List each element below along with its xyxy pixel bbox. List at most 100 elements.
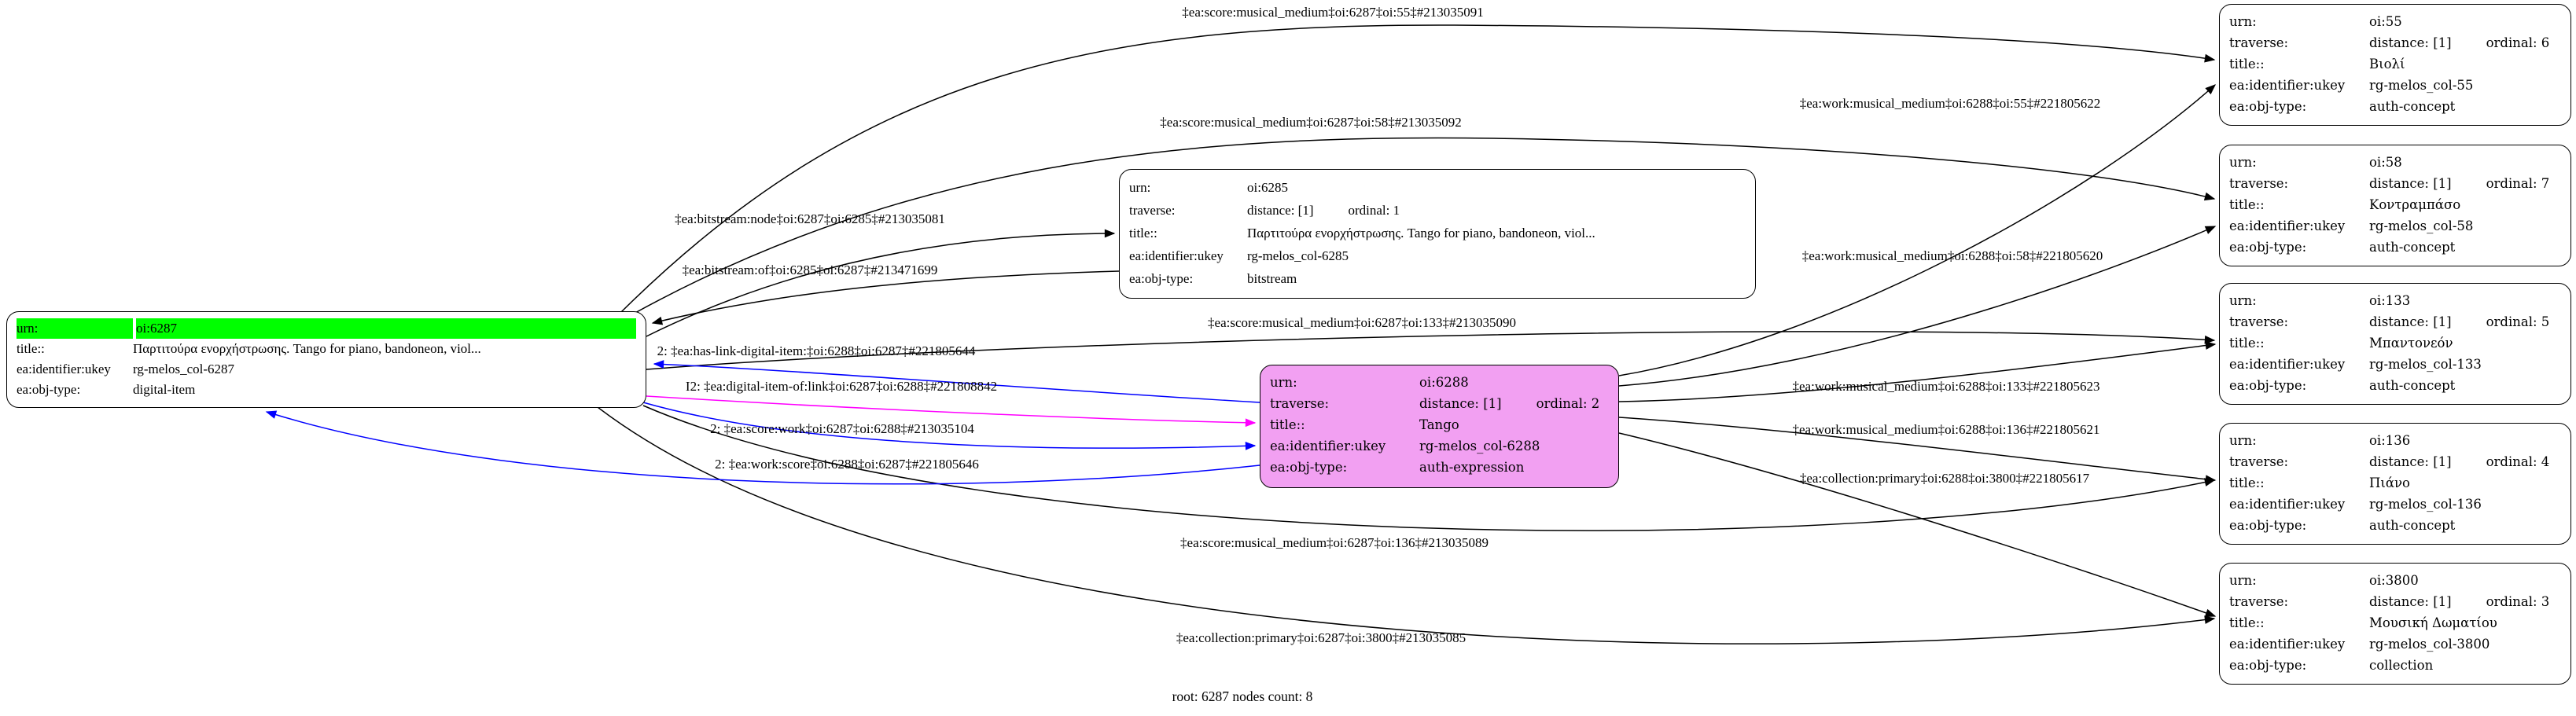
node-row-objtype: ea:obj-type: auth-expression [1270,457,1609,478]
node-row-traverse: traverse: distance: [1] ordinal: 7 [2229,173,2561,194]
field-key: ea:identifier:ukey [1129,248,1224,263]
edge-bitstream-node-6287-6285 [646,229,1116,337]
node-row-title: title:: Παρτιτούρα ενορχήστρωσης. Tango … [1129,222,1746,244]
field-key: title:: [2229,57,2265,72]
edge-work-musical-medium-6288-133 [1618,341,2217,402]
field-key: ea:obj-type: [17,382,81,397]
edge-score-musical-medium-6287-136 [642,405,2216,531]
edge-work-score-6288-6287 [265,410,1260,485]
field-key: urn: [17,318,133,339]
edge-label-work-musical-medium-6288-55: ‡ea:work:musical_medium‡oi:6288‡oi:55‡#2… [1799,96,2101,111]
node-row-objtype: ea:obj-type: auth-concept [2229,515,2561,536]
node-row-urn: urn: oi:6285 [1129,176,1746,199]
edge-label-collection-primary-6288-3800: ‡ea:collection:primary‡oi:6288‡oi:3800‡#… [1799,471,2090,486]
field-key: title:: [2229,615,2265,630]
node-row-urn: urn: oi:133 [2229,290,2561,311]
node-row-urn: urn: oi:55 [2229,11,2561,32]
node-oi-3800[interactable]: urn: oi:3800 traverse: distance: [1] ord… [2219,563,2571,685]
field-value: rg-melos_col-3800 [2369,637,2490,652]
edge-work-musical-medium-6288-136 [1618,417,2217,484]
field-value: auth-concept [2369,378,2456,393]
node-row-title: title:: Μουσική Δωματίου [2229,612,2561,633]
node-row-traverse: traverse: distance: [1] ordinal: 1 [1129,199,1746,222]
node-row-identifier: ea:identifier:ukey rg-melos_col-6287 [17,359,636,380]
edge-digital-item-of-link-6287-6288 [646,395,1257,428]
edge-score-musical-medium-6287-58 [633,137,2216,314]
field-key: urn: [1270,375,1297,390]
field-key: ea:identifier:ukey [2229,78,2346,93]
edge-collection-primary-6287-3800 [597,406,2216,644]
node-row-title: title:: Πιάνο [2229,472,2561,494]
field-value: rg-melos_col-133 [2369,357,2482,372]
root-summary: root: 6287 nodes count: 8 [1172,688,1313,704]
field-value: oi:6288 [1419,375,1469,390]
field-key: ea:identifier:ukey [17,362,111,376]
edge-label-score-musical-medium-6287-133: ‡ea:score:musical_medium‡oi:6287‡oi:133‡… [1208,315,1516,330]
edge-label-bitstream-node-6287-6285: ‡ea:bitstream:node‡oi:6287‡oi:6285‡#2130… [675,211,945,226]
field-value: oi:136 [2369,433,2411,448]
edge-collection-primary-6288-3800 [1618,432,2217,618]
node-row-identifier: ea:identifier:ukey rg-melos_col-136 [2229,494,2561,515]
node-row-objtype: ea:obj-type: auth-concept [2229,375,2561,396]
edge-label-work-musical-medium-6288-133: ‡ea:work:musical_medium‡oi:6288‡oi:133‡#… [1792,379,2100,394]
field-value-ordinal: ordinal: 2 [1536,396,1600,411]
edge-label-digital-item-of-link-6287-6288: I2: ‡ea:digital-item-of:link‡oi:6287‡oi:… [685,379,998,394]
field-key: ea:identifier:ukey [2229,218,2346,233]
field-key: title:: [17,341,45,356]
node-oi-133[interactable]: urn: oi:133 traverse: distance: [1] ordi… [2219,283,2571,405]
edge-label-score-work-6287-6288: 2: ‡ea:score:work‡oi:6287‡oi:6288‡#21303… [710,421,974,436]
field-value: Παρτιτούρα ενορχήστρωσης. Tango for pian… [1247,226,1595,241]
field-value: rg-melos_col-136 [2369,497,2482,512]
field-key: urn: [2229,155,2257,170]
field-value: oi:3800 [2369,573,2419,588]
edge-label-score-musical-medium-6287-58: ‡ea:score:musical_medium‡oi:6287‡oi:58‡#… [1160,115,1462,130]
field-key: title:: [2229,336,2265,351]
edge-label-score-musical-medium-6287-55: ‡ea:score:musical_medium‡oi:6287‡oi:55‡#… [1182,5,1484,20]
field-key: traverse: [2229,314,2289,329]
field-key: ea:identifier:ukey [2229,637,2346,652]
node-row-traverse: traverse: distance: [1] ordinal: 6 [2229,32,2561,53]
node-oi-136[interactable]: urn: oi:136 traverse: distance: [1] ordi… [2219,423,2571,545]
field-value: distance: [1] [2369,176,2452,191]
field-key: title:: [1270,417,1305,432]
node-row-objtype: ea:obj-type: auth-concept [2229,237,2561,258]
node-row-objtype: ea:obj-type: digital-item [17,380,636,400]
field-key: ea:obj-type: [2229,658,2307,673]
field-key: ea:obj-type: [1270,460,1348,475]
node-row-title: title:: Μπαντονεόν [2229,332,2561,354]
field-key: traverse: [2229,176,2289,191]
node-row-objtype: ea:obj-type: collection [2229,655,2561,676]
node-oi-6285[interactable]: urn: oi:6285 traverse: distance: [1] ord… [1119,169,1756,299]
field-value: oi:55 [2369,14,2402,29]
field-value: rg-melos_col-6287 [133,362,235,376]
field-key: ea:obj-type: [2229,378,2307,393]
field-key: urn: [2229,293,2257,308]
field-key: title:: [1129,226,1157,241]
node-oi-6288[interactable]: urn: oi:6288 traverse: distance: [1] ord… [1260,365,1619,488]
node-oi-55[interactable]: urn: oi:55 traverse: distance: [1] ordin… [2219,4,2571,126]
field-key: ea:obj-type: [1129,271,1194,286]
field-value-ordinal: ordinal: 5 [2486,314,2550,329]
field-key: ea:obj-type: [2229,99,2307,114]
field-value: oi:6287 [136,318,636,339]
node-oi-58[interactable]: urn: oi:58 traverse: distance: [1] ordin… [2219,145,2571,266]
node-row-identifier: ea:identifier:ukey rg-melos_col-133 [2229,354,2561,375]
field-key: ea:identifier:ukey [1270,439,1386,453]
node-row-objtype: ea:obj-type: bitstream [1129,267,1746,290]
edge-has-link-digital-item-6288-6287 [653,360,1260,403]
field-value: distance: [1] [2369,314,2452,329]
node-oi-6287[interactable]: urn: oi:6287 title:: Παρτιτούρα ενορχήστ… [6,311,646,408]
field-key: title:: [2229,475,2265,490]
field-key: title:: [2229,197,2265,212]
node-row-title: title:: Βιολί [2229,53,2561,75]
field-key: traverse: [1129,203,1176,218]
field-value: Μουσική Δωματίου [2369,615,2497,630]
field-key: ea:identifier:ukey [2229,357,2346,372]
node-row-traverse: traverse: distance: [1] ordinal: 3 [2229,591,2561,612]
node-row-title: title:: Κοντραμπάσο [2229,194,2561,215]
field-value: rg-melos_col-6288 [1419,439,1540,453]
field-value: oi:6285 [1247,180,1288,195]
node-row-identifier: ea:identifier:ukey rg-melos_col-6285 [1129,244,1746,267]
node-row-traverse: traverse: distance: [1] ordinal: 4 [2229,451,2561,472]
